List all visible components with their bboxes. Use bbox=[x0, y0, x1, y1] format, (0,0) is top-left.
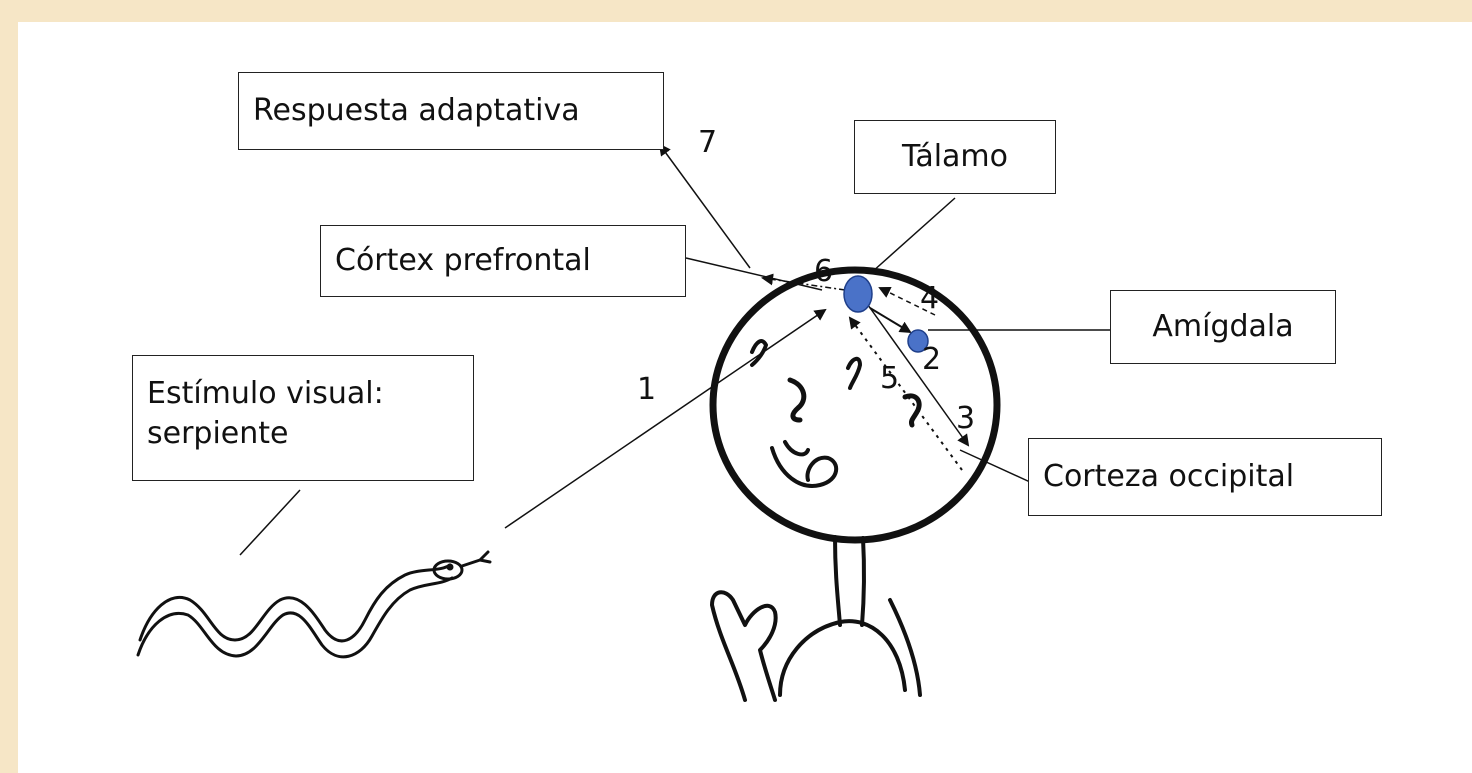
connector-occipital bbox=[959, 449, 1031, 483]
arrow-4 bbox=[878, 287, 936, 316]
step-4: 4 bbox=[920, 281, 940, 316]
body bbox=[778, 619, 907, 697]
corteza-occipital-text: Corteza occipital bbox=[1043, 459, 1295, 494]
nose bbox=[783, 440, 810, 457]
talamo-text: Tálamo bbox=[901, 139, 1009, 174]
eyebrow-left bbox=[750, 339, 768, 367]
connector-cortex bbox=[685, 257, 823, 291]
estimulo-visual-label: Estímulo visual: serpiente bbox=[132, 355, 474, 481]
cortex-prefrontal-text: Córtex prefrontal bbox=[335, 243, 591, 278]
arrow-7 bbox=[658, 143, 751, 269]
respuesta-adaptativa-label: Respuesta adaptativa bbox=[238, 72, 664, 150]
step-2: 2 bbox=[922, 342, 942, 377]
eye-left bbox=[787, 377, 807, 423]
neck bbox=[833, 535, 842, 627]
estimulo-text-line2: serpiente bbox=[147, 416, 289, 451]
cortex-prefrontal-label: Córtex prefrontal bbox=[320, 225, 686, 297]
step-7: 7 bbox=[698, 125, 718, 160]
amigdala-label: Amígdala bbox=[1110, 290, 1336, 364]
snake-illustration bbox=[136, 550, 492, 659]
amigdala-nucleus bbox=[907, 329, 929, 353]
step-1: 1 bbox=[637, 372, 657, 407]
connector-talamo bbox=[871, 197, 956, 273]
person-figure bbox=[709, 266, 1001, 702]
eyebrow-right bbox=[846, 356, 862, 390]
step-3: 3 bbox=[956, 401, 976, 436]
arrow-1 bbox=[504, 308, 827, 529]
amigdala-text: Amígdala bbox=[1152, 309, 1294, 344]
step-5: 5 bbox=[880, 361, 900, 396]
arrow-3 bbox=[867, 304, 970, 447]
mouth bbox=[770, 446, 839, 488]
step-6: 6 bbox=[814, 254, 834, 289]
head-outline bbox=[709, 266, 1001, 544]
connector-estimulo bbox=[239, 489, 301, 556]
talamo-nucleus bbox=[843, 275, 873, 313]
corteza-occipital-label: Corteza occipital bbox=[1028, 438, 1382, 516]
arrow-2 bbox=[869, 307, 912, 334]
talamo-label: Tálamo bbox=[854, 120, 1056, 194]
respuesta-adaptativa-text: Respuesta adaptativa bbox=[253, 93, 580, 128]
hand bbox=[710, 590, 778, 702]
estimulo-text-line1: Estímulo visual: bbox=[147, 376, 384, 411]
